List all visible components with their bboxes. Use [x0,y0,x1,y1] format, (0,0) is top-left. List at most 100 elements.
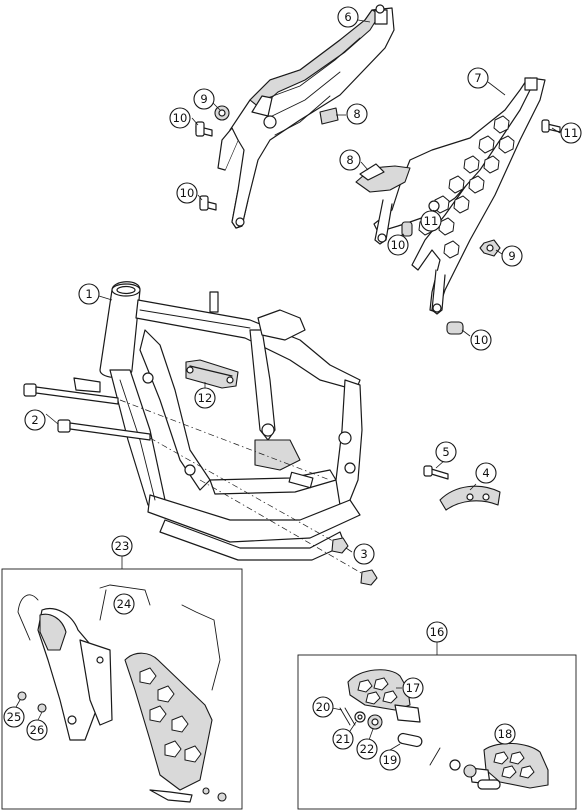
part-17-footpeg-upper [347,669,421,723]
leader-26 [37,711,43,721]
leader-2 [45,413,59,425]
part-24-wire [99,584,221,691]
callout-10-upper: 10 [169,107,191,129]
axis-line-1 [119,399,331,481]
leader-4 [469,483,477,491]
part-23-protector-right [124,652,213,803]
callout-11-right: 11 [560,122,582,144]
sleeve-10-lower [446,321,464,335]
callout-10-mid: 10 [387,234,409,256]
axis-line-3 [199,479,371,579]
svg-text:8: 8 [353,107,360,121]
nut-3-upper [331,537,349,554]
svg-text:20: 20 [316,700,331,714]
svg-text:12: 12 [198,391,213,405]
bolt-25 [17,691,27,701]
part-12-mount [185,359,239,389]
callout-18: 18 [494,723,516,745]
part-1-main-frame [73,281,363,561]
callout-23: 23 [111,535,133,557]
callout-25: 25 [3,706,25,728]
svg-text:26: 26 [30,723,45,737]
bolt-2-long-lower [57,419,151,441]
leader-10a [191,117,199,126]
callout-11-mid: 11 [420,210,442,232]
svg-text:19: 19 [383,753,398,767]
leader-25 [15,699,21,708]
callout-5: 5 [435,441,457,463]
callout-3: 3 [353,543,375,565]
part-6-subframe-left [217,4,395,229]
leader-9a [212,102,221,111]
bolt-11-mid [428,200,440,212]
callout-20: 21 [332,728,354,750]
bolt-10-upper [195,121,213,137]
callout-1: 1 [78,283,100,305]
part-4-chain-guide [439,485,501,511]
nut-3-lower [360,569,378,586]
sleeve-10-mid [401,221,413,237]
leader-7 [487,81,506,96]
part-19-pin [339,707,356,726]
leader-21 [368,728,374,741]
svg-text:23: 23 [115,539,130,553]
nut-9-upper [214,105,230,121]
svg-text:16: 16 [430,625,445,639]
svg-text:2: 2 [31,413,38,427]
callout-8-upper: 8 [346,103,368,125]
svg-text:6: 6 [344,10,351,24]
part-20-washer [354,711,366,723]
part-23-protector-left [17,594,113,741]
leader-19 [331,707,343,711]
nut-9-right [479,239,501,257]
leader-3 [345,547,353,553]
bolt-2-long-upper [23,383,119,405]
footpeg-lower-small-parts [429,747,501,790]
svg-text:10: 10 [474,333,489,347]
leader-1 [98,295,113,301]
svg-text:11: 11 [564,126,579,140]
callout-19: 20 [312,696,334,718]
part-21-spring [367,714,383,730]
callout-24: 24 [113,593,135,615]
callout-2: 2 [24,409,46,431]
svg-text:10: 10 [391,238,406,252]
bolt-5 [423,465,449,480]
pad-8-upper [319,107,339,125]
svg-text:18: 18 [498,727,513,741]
bolt-bottom [202,787,227,802]
callout-4: 4 [475,462,497,484]
svg-text:4: 4 [482,466,489,480]
callout-9-right: 9 [501,245,523,267]
callout-9-upper: 9 [193,88,215,110]
callout-21: 22 [356,738,378,760]
svg-text:22: 22 [360,742,375,756]
callout-8-right: 8 [339,149,361,171]
svg-text:11: 11 [424,214,439,228]
svg-text:3: 3 [360,547,367,561]
leader-10b [197,194,203,201]
svg-text:24: 24 [117,597,132,611]
callout-6: 6 [337,6,359,28]
callout-7: 7 [467,67,489,89]
axis-line-2 [149,437,341,546]
leader-9b [495,249,503,255]
callout-10-lower: 10 [470,329,492,351]
svg-text:25: 25 [7,710,22,724]
svg-text:8: 8 [346,153,353,167]
leader-11a [551,127,561,134]
callout-22: 19 [379,749,401,771]
callout-10-left: 10 [176,182,198,204]
svg-text:10: 10 [180,186,195,200]
pad-8-right [359,163,385,181]
part-7-subframe-right [355,77,546,315]
leader-10d [461,329,471,337]
callout-17: 17 [402,677,424,699]
callout-16: 16 [426,621,448,643]
washer-26 [37,703,47,713]
svg-text:21: 21 [336,732,351,746]
svg-text:5: 5 [442,445,449,459]
part-22-pin [397,732,423,748]
